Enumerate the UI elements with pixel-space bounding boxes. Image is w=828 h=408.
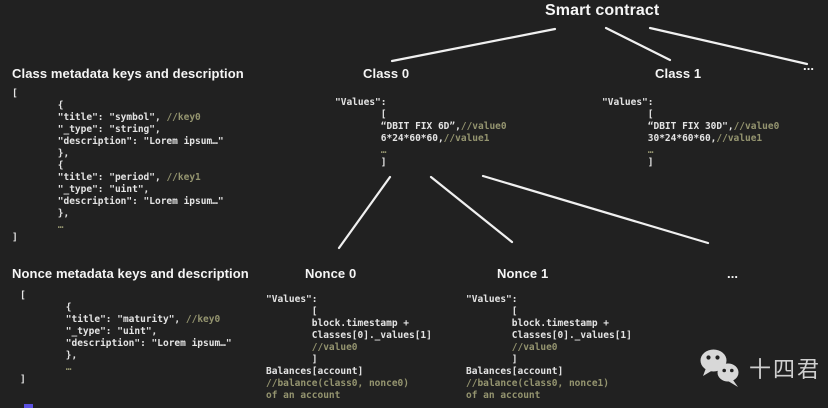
watermark: 十四君 bbox=[697, 345, 821, 396]
class-metadata-heading: Class metadata keys and description bbox=[12, 66, 244, 81]
nonce-metadata-heading: Nonce metadata keys and description bbox=[12, 266, 249, 281]
connector-line bbox=[337, 175, 392, 250]
nonce0-heading: Nonce 0 bbox=[305, 266, 357, 281]
code-line: … bbox=[65, 362, 72, 373]
code-line: “DBIT FIX 6D”,//value0 bbox=[335, 121, 507, 132]
code-line: ] bbox=[12, 232, 18, 243]
connector-line bbox=[390, 27, 557, 63]
code-line: "_type": "string", bbox=[12, 124, 161, 135]
code-line: "Values": bbox=[602, 97, 654, 108]
class0-code: "Values": [ “DBIT FIX 6D”,//value0 6*24*… bbox=[335, 97, 507, 169]
code-line: [ bbox=[266, 306, 318, 317]
code-line: [ bbox=[20, 290, 26, 301]
more-nonces-ellipsis: ... bbox=[727, 266, 739, 281]
class1-heading: Class 1 bbox=[655, 66, 702, 81]
code-line: //value0 bbox=[311, 342, 358, 353]
code-line: "_type": "uint", bbox=[12, 184, 150, 195]
code-line: }, bbox=[20, 350, 78, 361]
code-line: [ bbox=[12, 88, 18, 99]
code-line: ] bbox=[335, 157, 387, 168]
connector-line bbox=[648, 26, 809, 66]
code-line: … bbox=[647, 145, 654, 156]
code-line: { bbox=[20, 302, 72, 313]
code-line: Classes[0]._values[1] bbox=[266, 330, 432, 341]
code-line: "title": "period", //key1 bbox=[12, 172, 201, 183]
class1-code: "Values": [ “DBIT FIX 30D",//value0 30*2… bbox=[602, 97, 779, 169]
class0-heading: Class 0 bbox=[363, 66, 410, 81]
nonce-metadata-code: [ { "title": "maturity", //key0 "_type":… bbox=[20, 290, 232, 386]
code-line: "_type": "uint", bbox=[20, 326, 158, 337]
nonce0-code: "Values": [ block.timestamp + Classes[0]… bbox=[266, 294, 432, 402]
code-line: "description": "Lorem ipsum…" bbox=[12, 136, 224, 147]
code-line: "Values": bbox=[266, 294, 318, 305]
cropped-edge-fragment bbox=[24, 404, 33, 408]
code-line: 30*24*60*60,//value1 bbox=[602, 133, 763, 144]
code-line: … bbox=[57, 220, 64, 231]
code-line: “DBIT FIX 30D",//value0 bbox=[602, 121, 780, 132]
code-line: ] bbox=[466, 354, 518, 365]
code-line: //balance(class0, nonce1) bbox=[466, 378, 609, 389]
code-line: }, bbox=[12, 208, 70, 219]
code-line: [ bbox=[602, 109, 654, 120]
code-line: { bbox=[12, 100, 64, 111]
code-line: "title": "maturity", //key0 bbox=[20, 314, 221, 325]
code-line: //balance(class0, nonce0) bbox=[266, 378, 409, 389]
connector-line bbox=[604, 26, 672, 62]
code-line: … bbox=[380, 145, 387, 156]
more-classes-ellipsis: ... bbox=[803, 58, 815, 73]
code-line: ] bbox=[20, 374, 26, 385]
code-line: "Values": bbox=[335, 97, 387, 108]
nonce1-code: "Values": [ block.timestamp + Classes[0]… bbox=[466, 294, 632, 402]
code-line: of an account bbox=[266, 390, 341, 401]
class-metadata-code: [ { "title": "symbol", //key0 "_type": "… bbox=[12, 88, 224, 244]
connector-line bbox=[429, 175, 514, 244]
code-line: block.timestamp + bbox=[466, 318, 609, 329]
wechat-icon bbox=[697, 345, 743, 396]
watermark-name: 十四君 bbox=[749, 357, 822, 383]
nonce1-heading: Nonce 1 bbox=[497, 266, 549, 281]
code-line: 6*24*60*60,//value1 bbox=[335, 133, 490, 144]
code-line: of an account bbox=[466, 390, 541, 401]
code-line: "description": "Lorem ipsum…" bbox=[12, 196, 224, 207]
code-line: Balances[account] bbox=[466, 366, 564, 377]
code-line: ] bbox=[602, 157, 654, 168]
code-line: [ bbox=[335, 109, 387, 120]
code-line: Classes[0]._values[1] bbox=[466, 330, 632, 341]
code-line: "Values": bbox=[466, 294, 518, 305]
connector-line bbox=[481, 174, 710, 245]
diagram-title: Smart contract bbox=[545, 2, 660, 19]
code-line: { bbox=[12, 160, 64, 171]
code-line: //value0 bbox=[511, 342, 558, 353]
code-line: }, bbox=[12, 148, 70, 159]
code-line: "description": "Lorem ipsum…" bbox=[20, 338, 232, 349]
code-line: "title": "symbol", //key0 bbox=[12, 112, 201, 123]
code-line: block.timestamp + bbox=[266, 318, 409, 329]
code-line: Balances[account] bbox=[266, 366, 364, 377]
code-line: ] bbox=[266, 354, 318, 365]
code-line: [ bbox=[466, 306, 518, 317]
